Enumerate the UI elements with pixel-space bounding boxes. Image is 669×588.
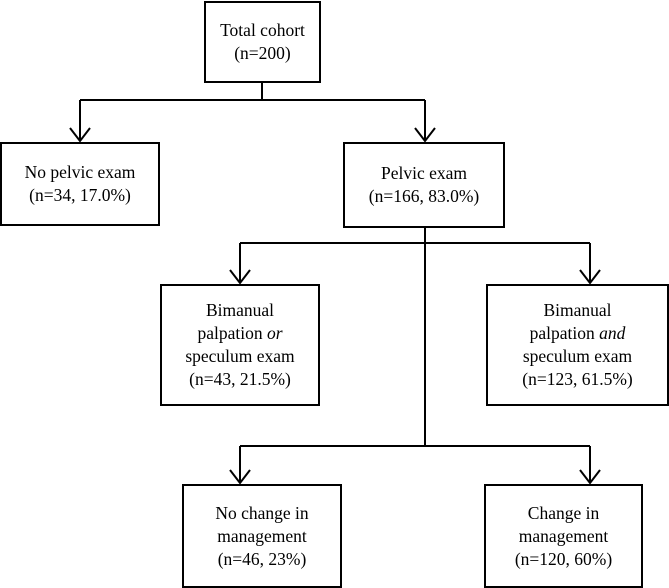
no-pelvic-exam-label: No pelvic exam (24, 162, 136, 182)
pelvic-exam-count: (n=166, 83.0%) (368, 186, 480, 206)
or-exam-emphasis: or (266, 323, 283, 343)
change-count: (n=120, 60%) (514, 548, 613, 569)
no-change-line2: management (217, 525, 307, 546)
and-exam-line3: speculum exam (522, 346, 633, 366)
and-exam-count: (n=123, 61.5%) (522, 369, 633, 389)
pelvic-exam-label: Pelvic exam (380, 163, 467, 183)
no-change-management-box: No change in management (n=46, 23%) (182, 484, 342, 588)
or-exam-line1: Bimanual (205, 300, 275, 320)
change-line1: Change in (527, 502, 600, 523)
change-line2: management (518, 525, 609, 546)
pelvic-exam-box: Pelvic exam (n=166, 83.0%) (343, 142, 505, 228)
arrow-head-or-exam (229, 269, 251, 285)
and-exam-emphasis: and (599, 323, 626, 343)
total-cohort-box: Total cohort (n=200) (204, 1, 321, 83)
no-change-line1: No change in (215, 502, 309, 523)
arrow-head-pelvic (414, 127, 436, 143)
arrow-head-no-change (229, 469, 251, 485)
arrow-head-and-exam (579, 269, 601, 285)
no-change-count: (n=46, 23%) (217, 548, 307, 569)
or-exam-line2-text: palpation (197, 323, 267, 343)
arrow-head-change (579, 469, 601, 485)
no-pelvic-exam-count: (n=34, 17.0%) (29, 185, 131, 205)
bimanual-or-speculum-box: Bimanual palpation or speculum exam (n=4… (160, 284, 320, 406)
total-cohort-count: (n=200) (234, 43, 291, 63)
and-exam-line1: Bimanual (543, 300, 612, 320)
change-management-box: Change in management (n=120, 60%) (484, 484, 643, 588)
total-cohort-label: Total cohort (220, 20, 305, 40)
or-exam-line3: speculum exam (185, 346, 295, 366)
no-pelvic-exam-box: No pelvic exam (n=34, 17.0%) (0, 142, 160, 226)
arrow-head-no-pelvic (69, 127, 91, 143)
and-exam-line2-text: palpation (529, 323, 600, 343)
and-exam-line2: palpation and (530, 322, 626, 345)
or-exam-count: (n=43, 21.5%) (189, 369, 291, 389)
or-exam-line2: palpation or (197, 322, 282, 345)
bimanual-and-speculum-box: Bimanual palpation and speculum exam (n=… (486, 284, 669, 406)
